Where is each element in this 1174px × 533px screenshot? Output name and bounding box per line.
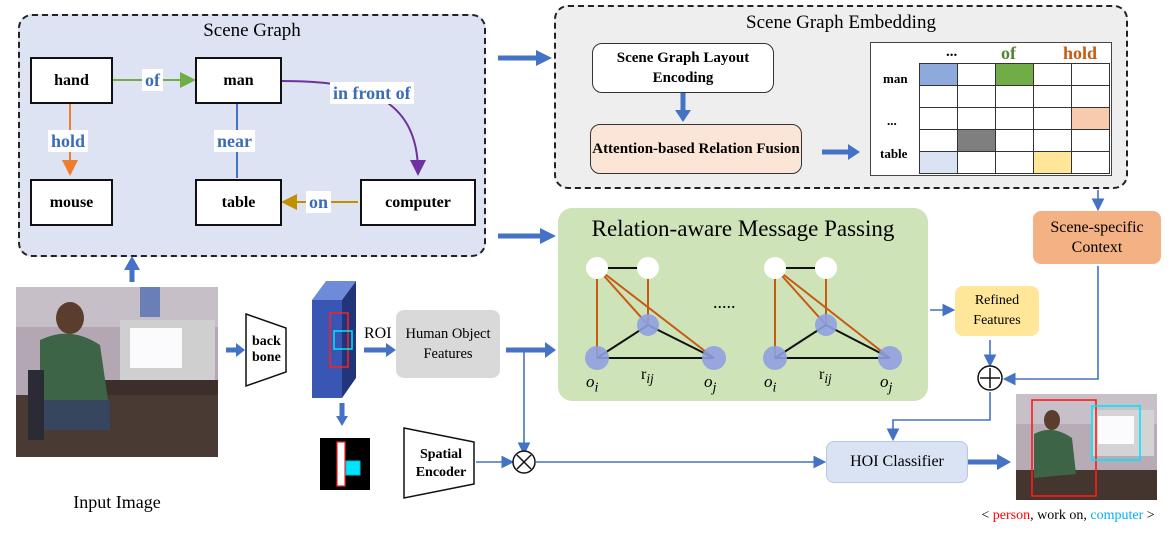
matrix-row-dots: ... <box>887 113 897 128</box>
message-passing-panel <box>558 208 928 401</box>
spatial-encoder-shape <box>403 427 475 499</box>
matrix-col-of: of <box>1001 43 1016 63</box>
input-image <box>16 287 218 457</box>
matrix-col-hold: hold <box>1063 43 1098 63</box>
edge-label-near: near <box>214 130 255 152</box>
graph-ellipsis: ..... <box>713 292 736 312</box>
scene-context-box: Scene-specific Context <box>1033 211 1161 264</box>
label-oj-left: oj <box>704 372 717 396</box>
label-rij-left: rij <box>641 366 654 387</box>
label-oi-left: oi <box>586 372 599 396</box>
graph-right <box>763 257 902 370</box>
layout-encoding-box: Scene Graph Layout Encoding <box>592 43 774 93</box>
node-hand: hand <box>30 57 113 104</box>
edge-label-on: on <box>306 191 332 213</box>
matrix-row-table: table <box>880 146 908 161</box>
output-object: computer <box>1090 508 1144 523</box>
backbone-shape <box>245 312 287 388</box>
output-person: person <box>992 508 1031 523</box>
spatial-encoder-label: Spatial Encoder <box>415 447 467 480</box>
label-oj-right: oj <box>880 372 893 396</box>
node-table: table <box>195 179 282 226</box>
matrix-row-man: man <box>883 71 908 86</box>
input-image-caption: Input Image <box>73 492 161 512</box>
graph-left <box>585 257 726 370</box>
hoi-classifier-box: HOI Classifier <box>826 441 968 483</box>
human-object-features-box: Human Object Features <box>396 310 500 378</box>
matrix-grid <box>919 63 1110 174</box>
edge-label-in-front-of: in front of <box>330 82 414 104</box>
matrix-col-dots: ... <box>946 44 958 60</box>
edge-label-hold: hold <box>48 130 89 152</box>
message-passing-title: Relation-aware Message Passing <box>591 216 895 241</box>
backbone-label: back bone <box>252 334 281 365</box>
scene-graph-title: Scene Graph <box>203 20 301 41</box>
roi-label: ROI <box>364 325 392 342</box>
node-man: man <box>195 57 282 104</box>
edge-label-of: of <box>142 69 163 91</box>
node-mouse: mouse <box>30 179 113 226</box>
embedding-title: Scene Graph Embedding <box>746 12 936 33</box>
output-image <box>1016 394 1157 500</box>
label-rij-right: rij <box>819 366 832 387</box>
output-triplet: < person, work on, computer > <box>981 508 1155 523</box>
label-oi-right: oi <box>764 372 777 396</box>
node-computer: computer <box>360 179 476 226</box>
refined-features-box: Refined Features <box>955 286 1039 336</box>
attention-fusion-box: Attention-based Relation Fusion <box>590 124 802 174</box>
